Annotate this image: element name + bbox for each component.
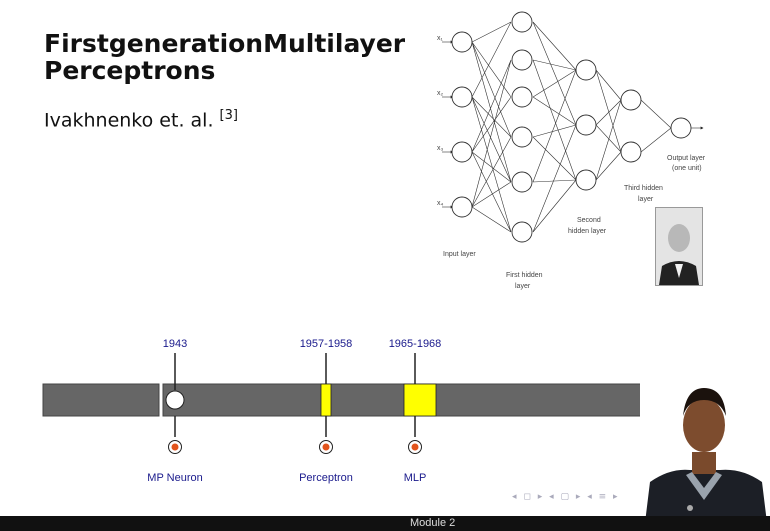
- output-layer-label: (one unit): [672, 165, 702, 172]
- subtitle-text: Ivakhnenko et. al.: [44, 109, 214, 132]
- title-line-2: Perceptrons: [44, 56, 216, 85]
- first-hidden-node: [511, 171, 533, 193]
- slide-navigation[interactable]: ◂ ◻ ▸ ◂ ▢ ▸ ◂ ≡ ▸: [512, 492, 620, 502]
- title-word: Multilayer: [263, 29, 406, 58]
- timeline-year-1957: 1957-1958: [300, 338, 353, 350]
- title-word: First: [44, 29, 109, 58]
- second-hidden-node: [575, 169, 597, 191]
- timeline: 1943 MP Neuron 1957-1958 Perceptron 1965…: [42, 338, 666, 484]
- output-node: [670, 117, 692, 139]
- second-hidden-label: Second: [577, 217, 601, 224]
- first-hidden-node: [511, 11, 533, 33]
- network-connections: [442, 21, 704, 233]
- input-layer-label: Input layer: [443, 251, 476, 258]
- slide-footer: Module 2: [0, 516, 770, 531]
- second-hidden-node: [575, 59, 597, 81]
- second-hidden-node: [575, 114, 597, 136]
- input-label: x₁: [437, 35, 444, 42]
- title-word: generation: [108, 29, 264, 58]
- timeline-highlight: [403, 383, 437, 417]
- speaker-video: [640, 380, 770, 531]
- first-hidden-label: layer: [515, 283, 531, 290]
- timeline-label-mp-neuron: MP Neuron: [147, 472, 202, 484]
- first-hidden-node: [511, 126, 533, 148]
- timeline-marker: [165, 390, 185, 410]
- first-hidden-node: [511, 221, 533, 243]
- network-nodes: [451, 11, 692, 243]
- input-label: x₄: [437, 200, 444, 207]
- first-hidden-label: First hidden: [506, 272, 543, 279]
- output-layer-label: Output layer: [667, 155, 706, 162]
- portrait-image: [656, 208, 702, 285]
- input-node: [451, 86, 473, 108]
- slide-title: First generation Multilayer Perceptrons: [44, 29, 405, 85]
- input-node: [451, 31, 473, 53]
- input-node: [451, 196, 473, 218]
- input-label: x₃: [437, 145, 444, 152]
- subtitle-reference: [3]: [219, 108, 238, 123]
- second-hidden-label: hidden layer: [568, 228, 607, 235]
- third-hidden-label: Third hidden: [624, 185, 663, 192]
- input-label: x₂: [437, 90, 444, 97]
- input-node: [451, 141, 473, 163]
- third-hidden-label: layer: [638, 196, 654, 203]
- slide-subtitle: Ivakhnenko et. al. [3]: [44, 108, 238, 131]
- timeline-year-1965: 1965-1968: [389, 338, 442, 350]
- first-hidden-node: [511, 49, 533, 71]
- timeline-highlight: [320, 383, 332, 417]
- third-hidden-node: [620, 141, 642, 163]
- network-diagram: x₁ x₂ x₃ x₄ Input layer First hidden lay…: [437, 11, 706, 290]
- timeline-year-1943: 1943: [163, 338, 187, 350]
- timeline-label-mlp: MLP: [404, 472, 427, 484]
- portrait-photo: [655, 207, 703, 286]
- timeline-bar: [42, 383, 160, 417]
- first-hidden-node: [511, 86, 533, 108]
- timeline-label-perceptron: Perceptron: [299, 472, 353, 484]
- module-label: Module 2: [410, 517, 456, 529]
- third-hidden-node: [620, 89, 642, 111]
